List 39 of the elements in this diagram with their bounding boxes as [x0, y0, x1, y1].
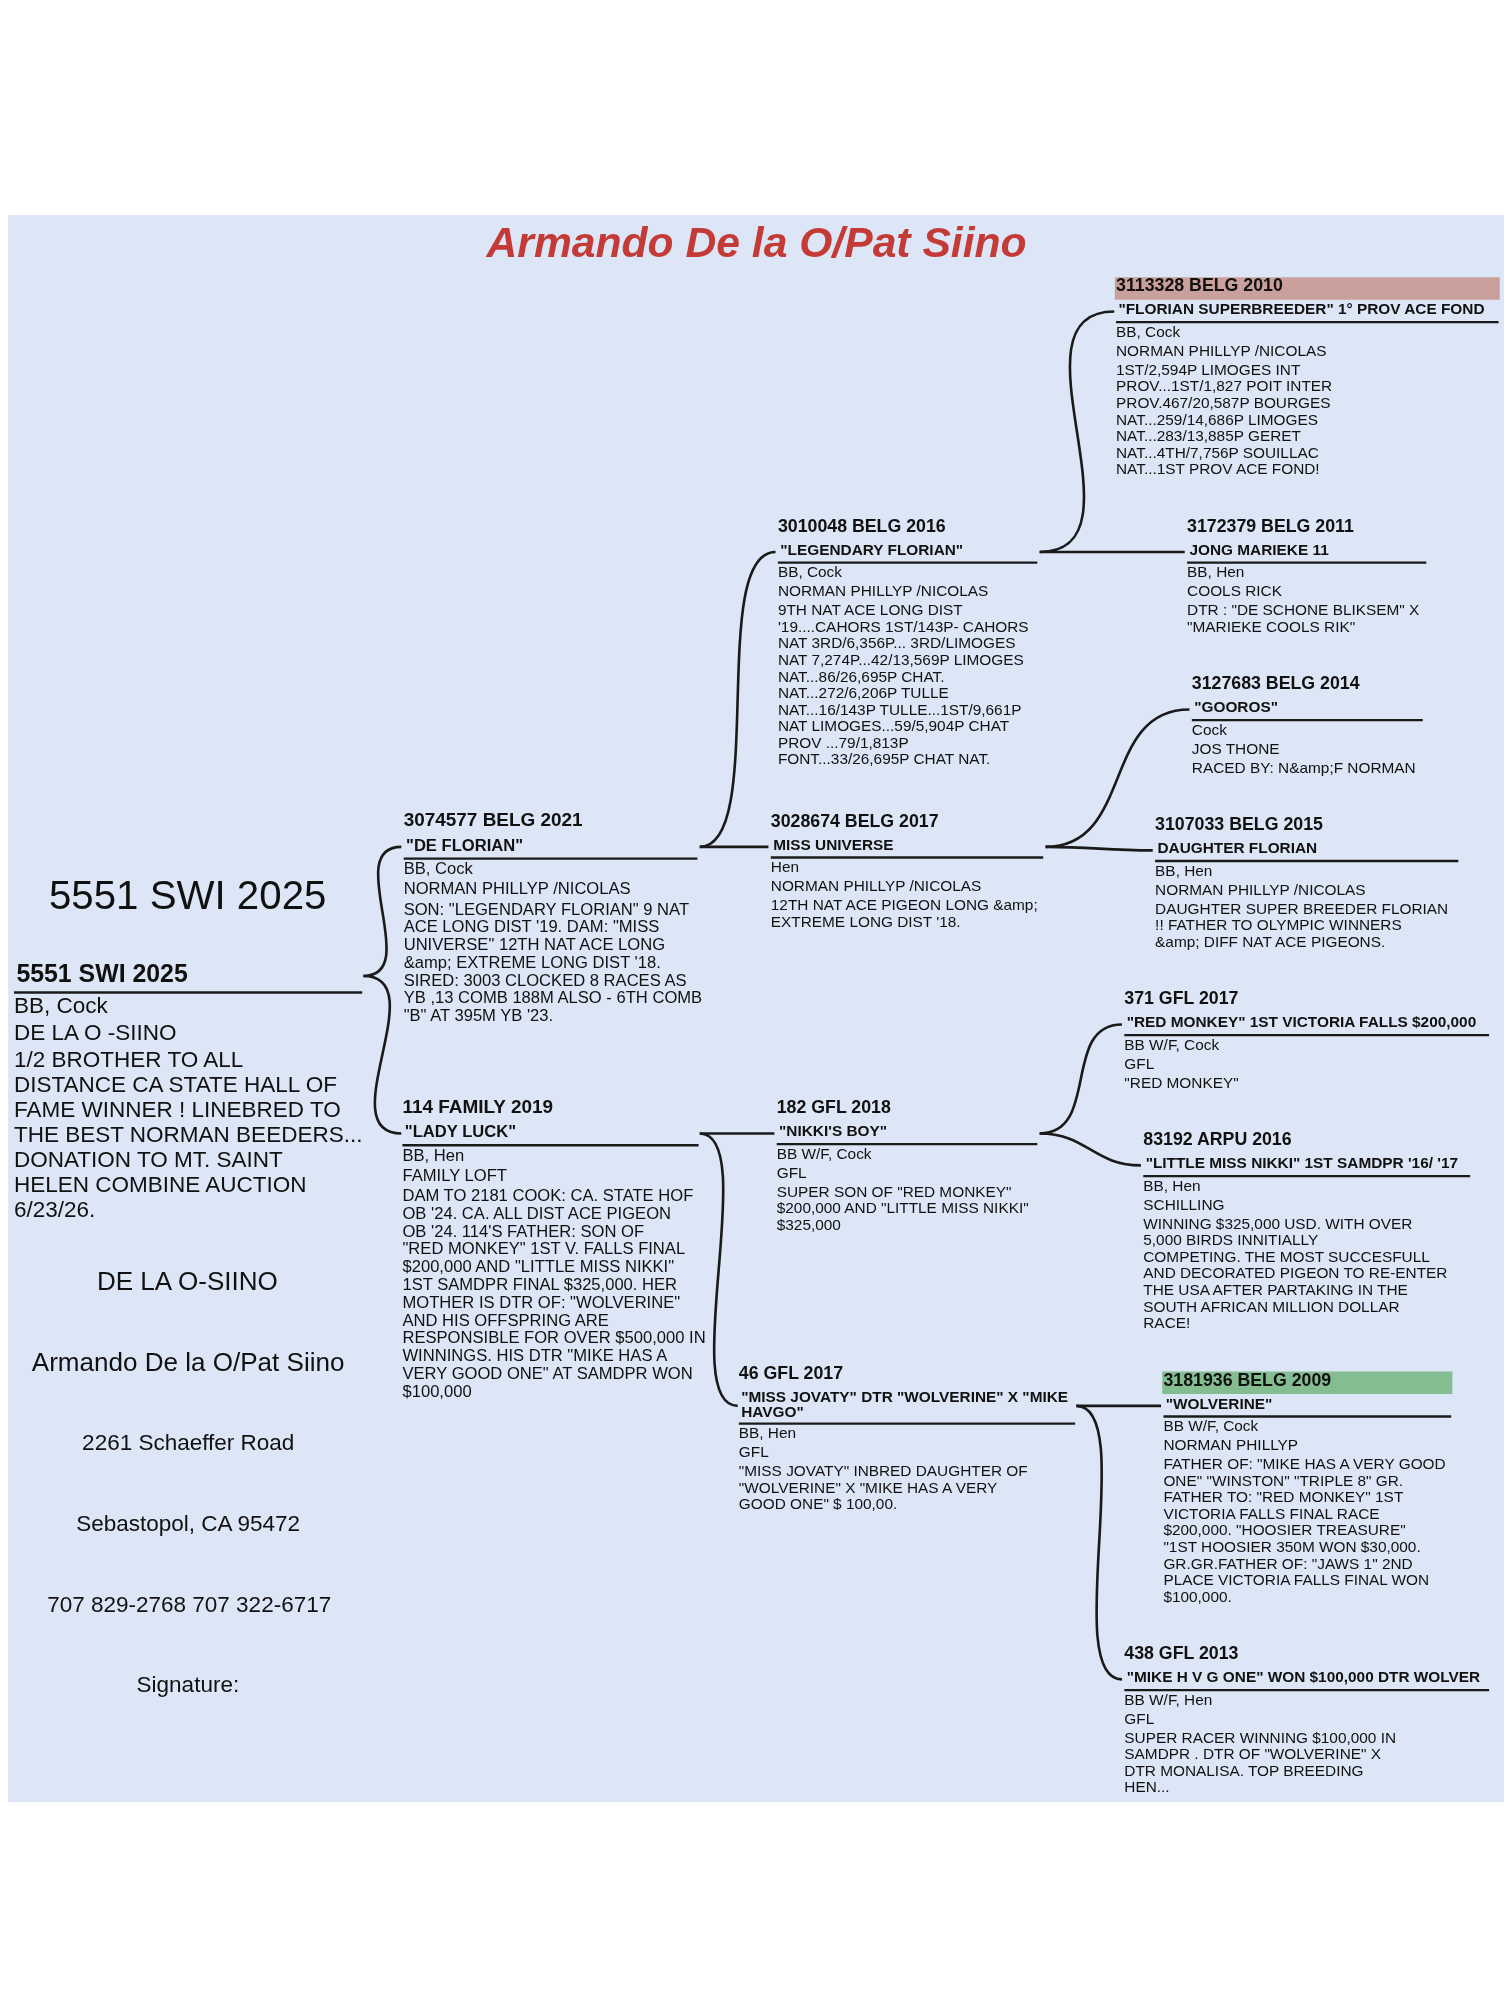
- connector: [1039, 1131, 1141, 1167]
- node-label: 1ST/2,594P LIMOGES INT PROV...1ST/1,827 POIT INTER PROV.467/20,587P BOURGES NAT...259/14,686P LIMOGES NAT...283/13,885P GERET NAT...4TH/7,756P SOUILLAC NAT...1ST PROV ACE FOND!: [1116, 360, 1333, 477]
- node-text: 5551 SWI 2025 BB, Cock DE LA O -SIINO 1/2 BROTHER TO ALL DISTANCE CA STATE HALL OF FAME WINNER ! LINEBRED TO THE BEST NORMAN BEEDERS... DONATION TO MT. SAINT HELEN COMBINE AUCTION 6/23/26.: [14, 958, 363, 1222]
- connector: [699, 845, 769, 848]
- connector: [1075, 1404, 1123, 1681]
- label: 5551 SWI 2025: [48, 872, 327, 918]
- connector: [699, 1131, 775, 1135]
- label: DE LA O-SIINO: [96, 1265, 278, 1296]
- node-label: NORMAN PHILLYP /NICOLAS: [1116, 341, 1327, 359]
- label: Sebastopol, CA 95472: [76, 1510, 301, 1536]
- node-text: 3107033 BELG 2015 DAUGHTER FLORIAN BB, Hen NORMAN PHILLYP /NICOLAS DAUGHTER SUPER BREEDER FLORIAN !! FATHER TO OLYMPIC WINNERS &amp; DIFF NAT ACE PIGEONS.: [1155, 813, 1449, 950]
- node-text: 182 GFL 2018 "NIKKI'S BOY" BB W/F, Cock GFL SUPER SON OF "RED MONKEY" $200,000 AND "LITTLE MISS NIKKI" $325,000: [776, 1096, 1029, 1233]
- connector: [1039, 550, 1185, 553]
- connector: [363, 845, 402, 977]
- node-text: 83192 ARPU 2016 "LITTLE MISS NIKKI" 1ST SAMDPR '16/ '17 BB, Hen SCHILLING WINNING $325,000 USD. WITH OVER 5,000 BIRDS INNITIALLY COMPETING. THE MOST SUCCESFULL AND DECORATED PIGEON TO RE-ENTER THE USA AFTER PARTAKING IN THE SOUTH AFRICAN MILLION DOLLAR RACE!: [1143, 1128, 1458, 1331]
- node-label: BB W/F, Cock: [1163, 1416, 1259, 1434]
- node-text: 114 FAMILY 2019 "LADY LUCK" BB, Hen FAMILY LOFT DAM TO 2181 COOK: CA. STATE HOF OB '24. CA. ALL DIST ACE PIGEON OB '24. 114'S FATHER: SON OF "RED MONKEY" 1ST V. FALLS FINAL $200,000 AND "LITTLE MISS NIKKI" 1ST SAMDPR FINAL $325,000. HER MOTHER IS DTR OF: "WOLVERINE" AND HIS OFFSPRING ARE RESPONSIBLE FOR OVER $500,000 IN WINNINGS. HIS DTR "MIKE HAS A VERY GOOD ONE" AT SAMDPR WON $100,000: [402, 1095, 706, 1401]
- node-text: 438 GFL 2013 "MIKE H V G ONE" WON $100,000 DTR WOLVER BB W/F, Hen GFL SUPER RACER WINNING $100,000 IN SAMDPR . DTR OF "WOLVERINE" X DTR MONALISA. TOP BREEDING HEN...: [1124, 1642, 1481, 1795]
- node-label: BB, Cock: [1116, 322, 1181, 340]
- node-text: 3172379 BELG 2011 JONG MARIEKE 11 BB, Hen COOLS RICK DTR : "DE SCHONE BLIKSEM" X "MARIEKE COOLS RIK": [1187, 515, 1420, 635]
- connector: [699, 1131, 739, 1407]
- connector: [1045, 707, 1190, 848]
- connector: [363, 974, 402, 1135]
- node-label: FATHER OF: "MIKE HAS A VERY GOOD ONE" "WINSTON" "TRIPLE 8" GR. FATHER TO: "RED MONKEY" 1ST VICTORIA FALLS FINAL RACE $200,000. "HOOSIER TREASURE" "1ST HOOSIER 350M WON $30,000. GR.GR.FATHER OF: "JAWS 1" 2ND PLACE VICTORIA FALLS FINAL WON $100,000.: [1163, 1454, 1446, 1605]
- connector: [1039, 309, 1115, 553]
- label: Armando De la O/Pat Siino: [31, 1346, 345, 1377]
- label: 2261 Schaeffer Road: [82, 1429, 295, 1455]
- node-text: 371 GFL 2017 "RED MONKEY" 1ST VICTORIA FALLS $200,000 BB W/F, Cock GFL "RED MONKEY": [1124, 987, 1477, 1091]
- label: 707 829-2768 707 322-6717: [47, 1591, 332, 1617]
- label: Signature:: [136, 1671, 240, 1697]
- node-text: 3074577 BELG 2021 "DE FLORIAN" BB, Cock NORMAN PHILLYP /NICOLAS SON: "LEGENDARY FLORIAN" 9 NAT ACE LONG DIST '19. DAM: "MISS UNIVERSE" 12TH NAT ACE LONG &amp; EXTREME LONG DIST '18. SIRED: 3003 CLOCKED 8 RACES AS YB ,13 COMB 188M ALSO - 6TH COMB "B" AT 395M YB '23.: [403, 808, 703, 1025]
- node-text: 46 GFL 2017 "MISS JOVATY" DTR "WOLVERINE" X "MIKE HAVGO" BB, Hen GFL "MISS JOVATY" INBRED DAUGHTER OF "WOLVERINE" X "MIKE HAS A VERY GOOD ONE" $ 100,00.: [738, 1362, 1069, 1512]
- node-label: NORMAN PHILLYP: [1163, 1435, 1299, 1453]
- diagram-title: Armando De la O/Pat Siino: [486, 217, 1027, 266]
- connector: [699, 550, 777, 848]
- connector: [1045, 845, 1153, 852]
- node-text: 3127683 BELG 2014 "GOOROS" Cock JOS THONE RACED BY: N&amp;F NORMAN: [1191, 672, 1416, 776]
- node-text: 3028674 BELG 2017 MISS UNIVERSE Hen NORMAN PHILLYP /NICOLAS 12TH NAT ACE PIGEON LONG &amp; EXTREME LONG DIST '18.: [770, 810, 1038, 930]
- node-text: 3010048 BELG 2016 "LEGENDARY FLORIAN" BB, Cock NORMAN PHILLYP /NICOLAS 9TH NAT ACE LONG DIST '19....CAHORS 1ST/143P- CAHORS NAT 3RD/6,356P... 3RD/LIMOGES NAT 7,274P...42/13,569P LIMOGES NAT...86/26,695P CHAT. NAT...272/6,206P TULLE NAT...16/143P TULLE...1ST/9,661P NAT LIMOGES...59/5,904P CHAT PROV ...79/1,813P FONT...33/26,695P CHAT NAT.: [777, 515, 1029, 767]
